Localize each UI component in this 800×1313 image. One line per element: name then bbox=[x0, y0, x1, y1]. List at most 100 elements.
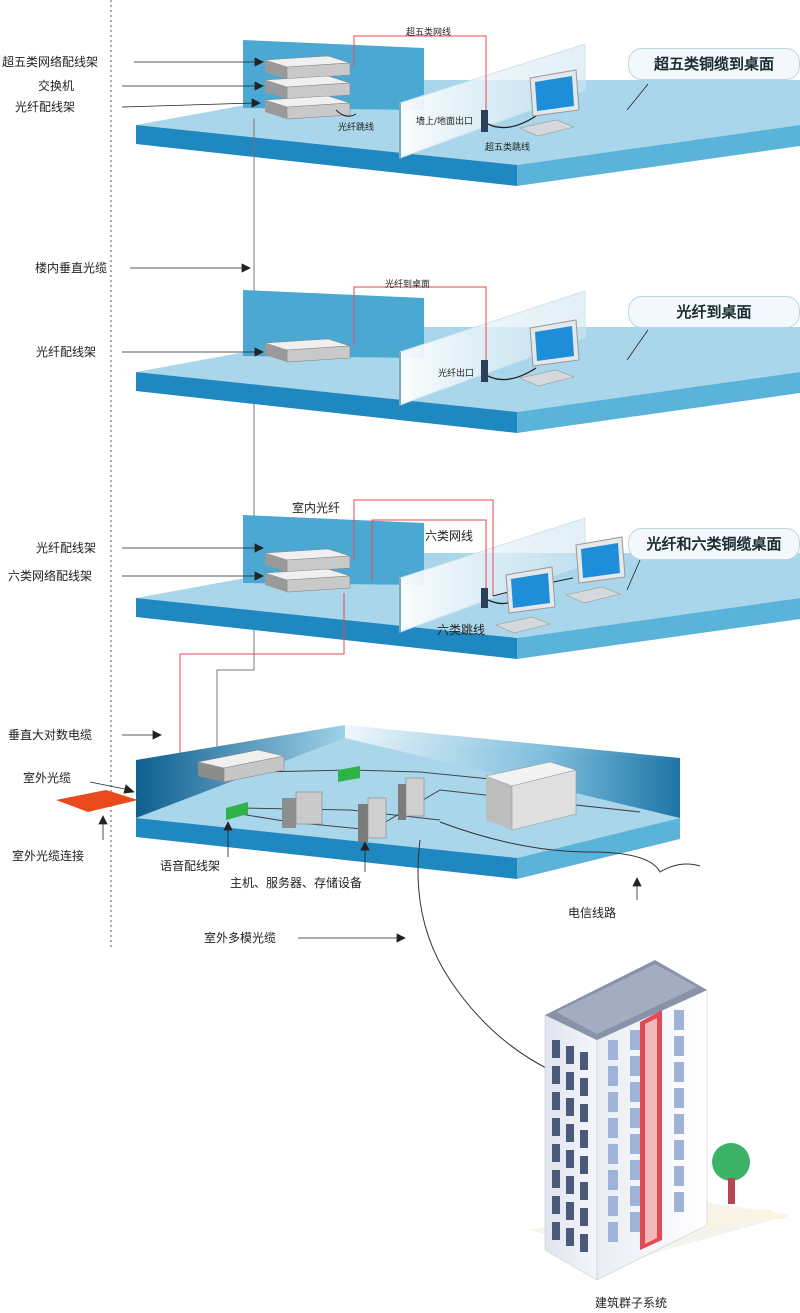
label-arrows bbox=[89, 57, 649, 943]
window bbox=[566, 1228, 574, 1246]
label-indoor-fiber: 室内光纤 bbox=[292, 501, 341, 515]
window bbox=[580, 1104, 588, 1122]
window bbox=[566, 1046, 574, 1064]
label-building-group-subsystem: 建筑群子系统 bbox=[595, 1296, 668, 1310]
campus-building bbox=[530, 960, 790, 1281]
fiber-patch-panel-3 bbox=[264, 548, 351, 573]
label-wall-outlet: 墙上/地面出口 bbox=[416, 117, 474, 127]
window bbox=[630, 1056, 640, 1076]
outdoor-fiber-connection bbox=[56, 790, 138, 812]
label-cat6-panel: 六类网络配线架 bbox=[8, 569, 93, 583]
bubble-fiber-cat6-to-desk: 光纤和六类铜缆桌面 bbox=[628, 528, 800, 560]
window bbox=[580, 1130, 588, 1148]
label-switch: 交换机 bbox=[38, 79, 75, 93]
window bbox=[580, 1208, 588, 1226]
label-outdoor-multimode-fiber: 室外多模光缆 bbox=[204, 931, 277, 945]
label-hosts-servers-storage: 主机、服务器、存储设备 bbox=[230, 876, 363, 890]
window bbox=[630, 1082, 640, 1102]
window bbox=[630, 1134, 640, 1154]
floor-1-edge-left bbox=[136, 125, 517, 186]
window bbox=[566, 1124, 574, 1142]
host-server bbox=[398, 777, 425, 820]
floor-2-back-wall bbox=[243, 290, 424, 358]
window bbox=[674, 1010, 684, 1030]
window bbox=[630, 1108, 640, 1128]
window bbox=[552, 1092, 560, 1110]
telecom-line bbox=[439, 821, 701, 873]
label-vertical-copper: 垂直大对数电缆 bbox=[8, 728, 93, 742]
desktop-computer-icon bbox=[565, 536, 626, 604]
label-outdoor-fiber: 室外光缆 bbox=[23, 771, 72, 785]
label-cat5e-panel: 超五类网络配线架 bbox=[2, 55, 99, 69]
fiber-patch-panel-2 bbox=[264, 338, 351, 363]
label-cat6-patch: 六类跳线 bbox=[437, 623, 486, 637]
window bbox=[552, 1066, 560, 1084]
floor-1-edge-right bbox=[517, 125, 800, 186]
window bbox=[608, 1040, 618, 1060]
server-rack bbox=[282, 791, 323, 828]
window bbox=[608, 1118, 618, 1138]
window bbox=[608, 1222, 618, 1242]
storage-cabinet bbox=[484, 761, 578, 831]
window bbox=[580, 1182, 588, 1200]
window bbox=[552, 1196, 560, 1214]
label-cat5e-cable: 超五类网线 bbox=[406, 28, 452, 38]
window bbox=[630, 1186, 640, 1206]
outdoor-multimode-line bbox=[417, 839, 551, 1071]
window bbox=[630, 1212, 640, 1232]
window bbox=[552, 1118, 560, 1136]
green-connector bbox=[338, 766, 360, 782]
floor-2 bbox=[136, 286, 800, 433]
window bbox=[580, 1052, 588, 1070]
label-voice-patch-panel: 语音配线架 bbox=[160, 859, 221, 873]
window bbox=[566, 1098, 574, 1116]
window bbox=[552, 1144, 560, 1162]
indoor-fiber-line bbox=[353, 499, 494, 596]
window bbox=[566, 1202, 574, 1220]
label-fiber-patch: 光纤跳线 bbox=[338, 123, 375, 133]
desktop-computer-icon bbox=[519, 319, 580, 387]
label-fiber-to-desk: 光纤到桌面 bbox=[385, 280, 431, 290]
window bbox=[552, 1040, 560, 1058]
label-fiber-panel-2: 光纤配线架 bbox=[36, 345, 97, 359]
window bbox=[674, 1140, 684, 1160]
window bbox=[674, 1036, 684, 1056]
window bbox=[566, 1150, 574, 1168]
bubble-fiber-to-desk: 光纤到桌面 bbox=[628, 296, 800, 328]
voice-patch-panel bbox=[226, 802, 248, 820]
window bbox=[674, 1166, 684, 1186]
label-cat5e-patch: 超五类跳线 bbox=[485, 143, 531, 153]
window bbox=[608, 1170, 618, 1190]
window bbox=[630, 1030, 640, 1050]
label-telecom-line: 电信线路 bbox=[568, 906, 617, 920]
window bbox=[674, 1114, 684, 1134]
host-server bbox=[358, 797, 387, 842]
wall-outlet-icon bbox=[481, 110, 488, 132]
vertical-copper-panel bbox=[197, 749, 285, 783]
label-cat6-cable: 六类网线 bbox=[425, 529, 474, 543]
cat5e-patch-panel bbox=[264, 55, 351, 80]
fiber-outlet-icon bbox=[481, 360, 488, 382]
fiber-patch-panel bbox=[264, 95, 351, 120]
cat6-patch-panel bbox=[264, 568, 351, 593]
window bbox=[552, 1170, 560, 1188]
label-fiber-panel-3: 光纤配线架 bbox=[36, 541, 97, 555]
window bbox=[608, 1066, 618, 1086]
outlet-icon bbox=[481, 588, 488, 608]
label-fiber-outlet: 光纤出口 bbox=[438, 369, 475, 379]
window bbox=[630, 1160, 640, 1180]
window bbox=[580, 1078, 588, 1096]
window bbox=[566, 1072, 574, 1090]
tree-icon bbox=[712, 1143, 750, 1181]
window bbox=[608, 1092, 618, 1112]
fiber-to-desk-line bbox=[353, 286, 487, 362]
window bbox=[552, 1222, 560, 1240]
window bbox=[674, 1088, 684, 1108]
basement-fiber-line bbox=[179, 593, 345, 800]
window bbox=[580, 1234, 588, 1252]
window bbox=[674, 1062, 684, 1082]
window bbox=[580, 1156, 588, 1174]
label-vertical-fiber: 楼内垂直光缆 bbox=[35, 261, 108, 275]
